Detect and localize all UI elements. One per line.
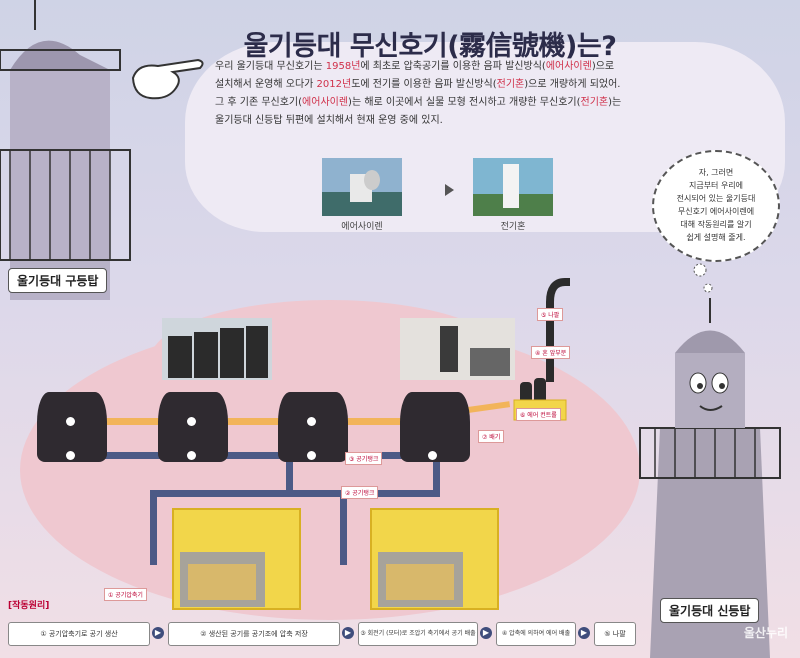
thought-bubble-tail [693, 263, 713, 293]
junction-dot [187, 451, 196, 460]
tag-exhaust: ⑦ 배기 [478, 430, 505, 443]
step-arrow-icon: ▶ [152, 627, 164, 639]
orange-pipe-main [70, 418, 440, 425]
tag-air-control: ⑥ 에어 컨트롤 [516, 408, 561, 421]
tag-air-tank-3: ③ 공기탱크 [345, 452, 383, 465]
tag-horn-front: ④ 혼 앞부분 [531, 346, 571, 359]
compressor-photo [378, 552, 463, 607]
tag-compressor: ① 공기압축기 [104, 588, 147, 601]
navy-pipe-mid [150, 490, 440, 497]
air-tank-2 [158, 392, 228, 462]
steps-heading: [작동원리] [8, 601, 50, 611]
air-tank-4 [400, 392, 470, 462]
junction-dot [307, 417, 316, 426]
page-title: 울기등대 무신호기(霧信號機)는? [243, 31, 617, 63]
compressor-photo [180, 552, 265, 607]
navy-pipe-connector [286, 452, 293, 497]
air-tank-3 [278, 392, 348, 462]
step-5: ⑤ 나팔 [594, 622, 636, 646]
tag-air-tank-2: ② 공기탱크 [341, 486, 379, 499]
electric-horn-image [473, 158, 553, 216]
old-lighthouse-illustration [0, 0, 131, 300]
air-tank-1 [37, 392, 107, 462]
navy-pipe-right-drop [340, 490, 347, 565]
photo-caption-air-siren: 에어사이렌 [341, 222, 383, 232]
navy-pipe-left-drop [150, 490, 157, 565]
junction-dot [307, 451, 316, 460]
photo-caption-electric-horn: 전기혼 [500, 222, 526, 232]
new-tower-label: 울기등대 신등탑 [660, 598, 760, 623]
siren-photo [400, 318, 515, 380]
pointing-hand-icon [131, 58, 204, 100]
junction-dot [66, 417, 75, 426]
compressor-1 [172, 508, 301, 610]
intro-text: 우리 울기등대 무신호기는 1958년에 최초로 압축공기를 이용한 음파 발신… [215, 61, 622, 126]
junction-dot [428, 451, 437, 460]
old-tower-label: 울기등대 구등탑 [8, 268, 108, 293]
step-arrow-icon: ▶ [578, 627, 590, 639]
photo-electric-horn: 전기혼 [473, 158, 553, 232]
tag-horn: ⑤ 나팔 [537, 308, 564, 321]
step-4: ④ 압축에 의하여 에어 배출 [496, 622, 576, 646]
arrow-right-icon [445, 184, 454, 196]
compressor-2 [370, 508, 499, 610]
photo-air-siren: 에어사이렌 [322, 158, 402, 232]
step-2: ② 생산된 공기를 공기조에 압축 저장 [168, 622, 340, 646]
thought-bubble: 자, 그러면 지금부터 우리에 전시되어 있는 울기등대 무신호기 에어사이렌에… [652, 150, 780, 262]
step-arrow-icon: ▶ [342, 627, 354, 639]
watermark: 울산누리 [743, 626, 788, 640]
junction-dot [66, 451, 75, 460]
tank-photo [162, 318, 272, 380]
air-siren-image [322, 158, 402, 216]
navy-pipe-right-rise [433, 452, 440, 497]
step-arrow-icon: ▶ [480, 627, 492, 639]
step-1: ① 공기압축기로 공기 생산 [8, 622, 150, 646]
junction-dot [187, 417, 196, 426]
navy-pipe-main [70, 452, 440, 459]
step-3: ③ 회전기 (모터)로 조압기 축기에서 공기 배출 [358, 622, 478, 646]
